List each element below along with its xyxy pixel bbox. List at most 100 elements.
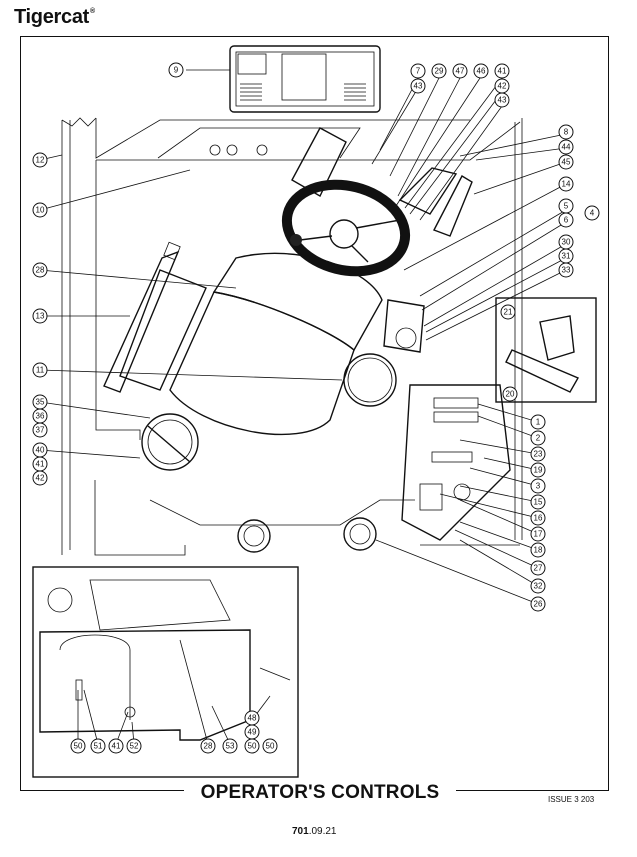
svg-text:47: 47	[456, 67, 465, 76]
callout-11: 11	[32, 362, 48, 378]
callout-16: 16	[530, 510, 546, 526]
callout-44: 44	[558, 139, 574, 155]
svg-text:3: 3	[536, 482, 541, 491]
callout-48: 48	[244, 710, 260, 726]
callout-12: 12	[32, 152, 48, 168]
svg-text:40: 40	[36, 446, 45, 455]
callout-14: 14	[558, 176, 574, 192]
callout-28a: 28	[32, 262, 48, 278]
callout-35: 35	[32, 394, 48, 410]
callout-19: 19	[530, 462, 546, 478]
left-joystick	[141, 413, 199, 471]
callout-18: 18	[530, 542, 546, 558]
svg-text:37: 37	[36, 426, 45, 435]
issue-label: ISSUE 3 203	[548, 795, 595, 804]
callout-50b: 50	[70, 738, 86, 754]
front-console	[157, 127, 361, 159]
callout-41b: 41	[32, 456, 48, 472]
callout-26: 26	[530, 596, 546, 612]
svg-text:49: 49	[248, 728, 257, 737]
callout-5: 5	[558, 198, 574, 214]
svg-text:19: 19	[534, 466, 543, 475]
svg-text:12: 12	[36, 156, 45, 165]
side-keypad	[291, 127, 347, 197]
svg-text:1: 1	[536, 418, 541, 427]
svg-text:11: 11	[36, 366, 45, 375]
callout-20: 20	[502, 386, 518, 402]
right-joystick	[343, 299, 425, 407]
steering-wheel	[281, 179, 411, 277]
svg-text:32: 32	[534, 582, 543, 591]
svg-text:13: 13	[36, 312, 45, 321]
svg-text:41: 41	[36, 460, 45, 469]
svg-text:4: 4	[590, 209, 595, 218]
callout-46: 46	[473, 63, 489, 79]
callout-28b: 28	[200, 738, 216, 754]
svg-text:50: 50	[248, 742, 257, 751]
svg-text:14: 14	[562, 180, 571, 189]
svg-text:33: 33	[562, 266, 571, 275]
callout-45: 45	[558, 154, 574, 170]
callout-40: 40	[32, 442, 48, 458]
callout-49: 49	[244, 724, 260, 740]
callout-6: 6	[558, 212, 574, 228]
page-number: 701.09.21	[292, 826, 337, 837]
callout-29: 29	[431, 63, 447, 79]
svg-text:42: 42	[498, 82, 507, 91]
callout-23: 23	[530, 446, 546, 462]
svg-text:31: 31	[562, 252, 571, 261]
monitor	[229, 45, 381, 113]
callout-3: 3	[530, 478, 546, 494]
page-number-rest: .09.21	[308, 826, 337, 837]
svg-text:15: 15	[534, 498, 543, 507]
callouts: 9 7 43 29 47 46 41 42 43 12 10 8 44 45 1…	[32, 62, 600, 754]
brand-name: Tigercat	[14, 6, 90, 28]
brand-logo: Tigercat®	[14, 6, 95, 29]
left-armrest	[103, 241, 181, 393]
svg-text:44: 44	[562, 143, 571, 152]
callout-27: 27	[530, 560, 546, 576]
callout-4: 4	[584, 205, 600, 221]
svg-text:28: 28	[36, 266, 45, 275]
svg-text:23: 23	[534, 450, 543, 459]
callout-7: 7	[410, 63, 426, 79]
seat-base-inset	[32, 566, 299, 778]
svg-text:30: 30	[562, 238, 571, 247]
callout-50a: 50	[244, 738, 260, 754]
svg-text:36: 36	[36, 412, 45, 421]
callout-42b: 42	[32, 470, 48, 486]
svg-text:6: 6	[564, 216, 569, 225]
callout-2: 2	[530, 430, 546, 446]
callout-41a: 41	[494, 63, 510, 79]
callout-8: 8	[558, 124, 574, 140]
svg-text:43: 43	[498, 96, 507, 105]
callout-21: 21	[500, 304, 516, 320]
callout-43b: 43	[494, 92, 510, 108]
leader-lines	[39, 69, 567, 745]
callout-42a: 42	[494, 78, 510, 94]
svg-text:26: 26	[534, 600, 543, 609]
svg-text:51: 51	[94, 742, 103, 751]
callout-52: 52	[126, 738, 142, 754]
svg-text:42: 42	[36, 474, 45, 483]
page-title: OPERATOR'S CONTROLS	[184, 780, 456, 806]
svg-text:46: 46	[477, 67, 486, 76]
svg-text:8: 8	[564, 128, 569, 137]
svg-text:10: 10	[36, 206, 45, 215]
callout-9: 9	[168, 62, 184, 78]
svg-text:50: 50	[266, 742, 275, 751]
callout-41c: 41	[108, 738, 124, 754]
page-number-bold: 701	[292, 826, 309, 837]
callout-53: 53	[222, 738, 238, 754]
callout-33: 33	[558, 262, 574, 278]
svg-text:18: 18	[534, 546, 543, 555]
svg-text:21: 21	[504, 308, 513, 317]
svg-text:41: 41	[498, 67, 507, 76]
operator-seat	[119, 252, 383, 436]
callout-15: 15	[530, 494, 546, 510]
callout-43a: 43	[410, 78, 426, 94]
svg-text:48: 48	[248, 714, 257, 723]
callout-51: 51	[90, 738, 106, 754]
svg-text:45: 45	[562, 158, 571, 167]
svg-text:28: 28	[204, 742, 213, 751]
